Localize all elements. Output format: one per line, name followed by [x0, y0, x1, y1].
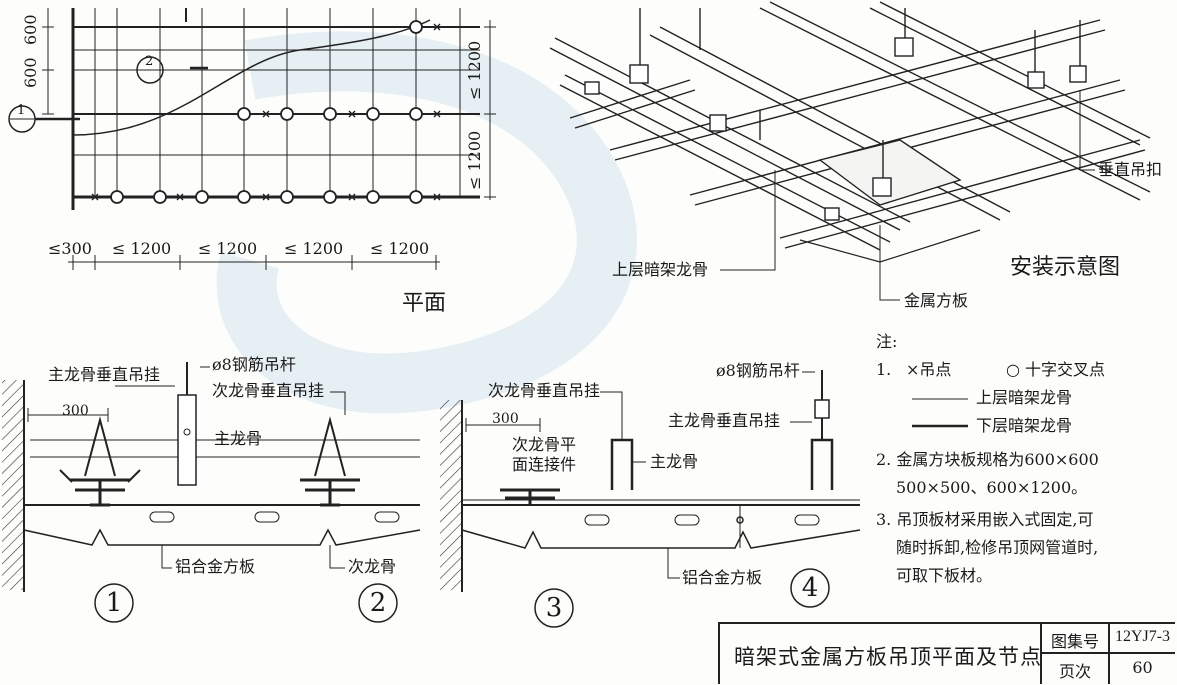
section-marker-1: 1: [17, 103, 26, 118]
detail-number-3: 3: [545, 593, 563, 623]
plan-title: 平面: [402, 291, 447, 316]
notes-cross-point: ○ 十字交叉点: [1006, 360, 1106, 379]
detail-1-2-drawing: [2, 362, 421, 623]
section-marker-2: 2: [145, 54, 154, 69]
plan-view: [8, 8, 496, 270]
notes-item-2-line2: 500×500、600×1200。: [896, 478, 1088, 497]
d12-sec-keel: 次龙骨: [348, 557, 397, 576]
detail-number-4: 4: [801, 573, 819, 603]
atlas-number-label: 图集号: [1050, 632, 1099, 651]
d12-dim-300: 300: [62, 403, 89, 419]
notes-item-3-line2: 随时拆卸,检修吊顶网管道时,: [896, 538, 1099, 557]
d3-sec-hanger: 次龙骨垂直吊挂: [488, 381, 601, 400]
d12-main-keel: 主龙骨: [214, 429, 263, 448]
detail-3-4-drawing: [440, 370, 861, 628]
plan-dim-1200-d: ≤ 1200: [370, 239, 430, 258]
watermark: [216, 31, 637, 414]
notes-item-1-num: 1.: [876, 360, 892, 379]
plan-dim-left-a: 600: [21, 14, 40, 45]
title-block: 暗架式金属方板吊顶平面及节点 图集号 12YJ7-3 页次 60: [718, 622, 1175, 684]
iso-title: 安装示意图: [1010, 255, 1121, 280]
d3-main-keel: 主龙骨: [650, 452, 699, 471]
page-label: 页次: [1058, 662, 1091, 681]
d3-connector-line1: 次龙骨平: [512, 435, 577, 454]
detail-number-1: 1: [105, 588, 123, 618]
page-value: 60: [1132, 658, 1153, 677]
notes-item-2-line1: 2. 金属方块板规格为600×600: [876, 450, 1099, 469]
d34-panel: 铝合金方板: [682, 568, 763, 587]
label-vertical-hanger: 垂直吊扣: [1098, 160, 1163, 179]
plan-dim-left-b: 600: [21, 57, 40, 88]
notes-item-3-line1: 3. 吊顶板材采用嵌入式固定,可: [876, 510, 1094, 529]
plan-dim-300: ≤300: [48, 239, 92, 258]
notes-item-1: 1. ×吊点 ○ 十字交叉点: [876, 356, 1166, 384]
plan-dim-right-a: ≤ 1200: [465, 40, 484, 100]
d12-rod: ø8钢筋吊杆: [212, 355, 296, 374]
notes-heading: 注:: [876, 332, 898, 351]
d12-main-hanger: 主龙骨垂直吊挂: [48, 365, 161, 384]
plan-dim-1200-a: ≤ 1200: [112, 239, 172, 258]
notes-legend-lower: 下层暗架龙骨: [876, 412, 1166, 440]
notes-legend-lower-text: 下层暗架龙骨: [976, 416, 1073, 435]
plan-dim-1200-c: ≤ 1200: [284, 239, 344, 258]
label-upper-keel: 上层暗架龙骨: [612, 260, 709, 279]
notes-legend-upper-text: 上层暗架龙骨: [976, 388, 1073, 407]
plan-dim-1200-b: ≤ 1200: [198, 239, 258, 258]
notes-legend-upper: 上层暗架龙骨: [876, 384, 1166, 412]
isometric-view: [549, 1, 1151, 301]
d12-sec-hanger: 次龙骨垂直吊挂: [212, 381, 325, 400]
d3-dim-300: 300: [492, 411, 519, 427]
notes-hang-point: ×吊点: [906, 360, 952, 379]
notes-block: 注: 1. ×吊点 ○ 十字交叉点 上层暗架龙骨 下层暗架龙骨 2. 金属方块板…: [876, 328, 1166, 590]
d12-panel: 铝合金方板: [175, 557, 256, 576]
plan-dim-right-b: ≤ 1200: [465, 130, 484, 190]
d4-rod: ø8钢筋吊杆: [716, 361, 800, 380]
atlas-number-value: 12YJ7-3: [1114, 628, 1171, 645]
notes-item-3-line3: 可取下板材。: [896, 566, 993, 585]
notes-legend-lines: [912, 398, 968, 428]
label-metal-panel: 金属方板: [904, 291, 969, 310]
d3-connector-line2: 面连接件: [512, 455, 577, 474]
title-block-title: 暗架式金属方板吊顶平面及节点: [734, 645, 1042, 669]
detail-number-2: 2: [369, 588, 387, 618]
d4-main-hanger: 主龙骨垂直吊挂: [668, 411, 781, 430]
